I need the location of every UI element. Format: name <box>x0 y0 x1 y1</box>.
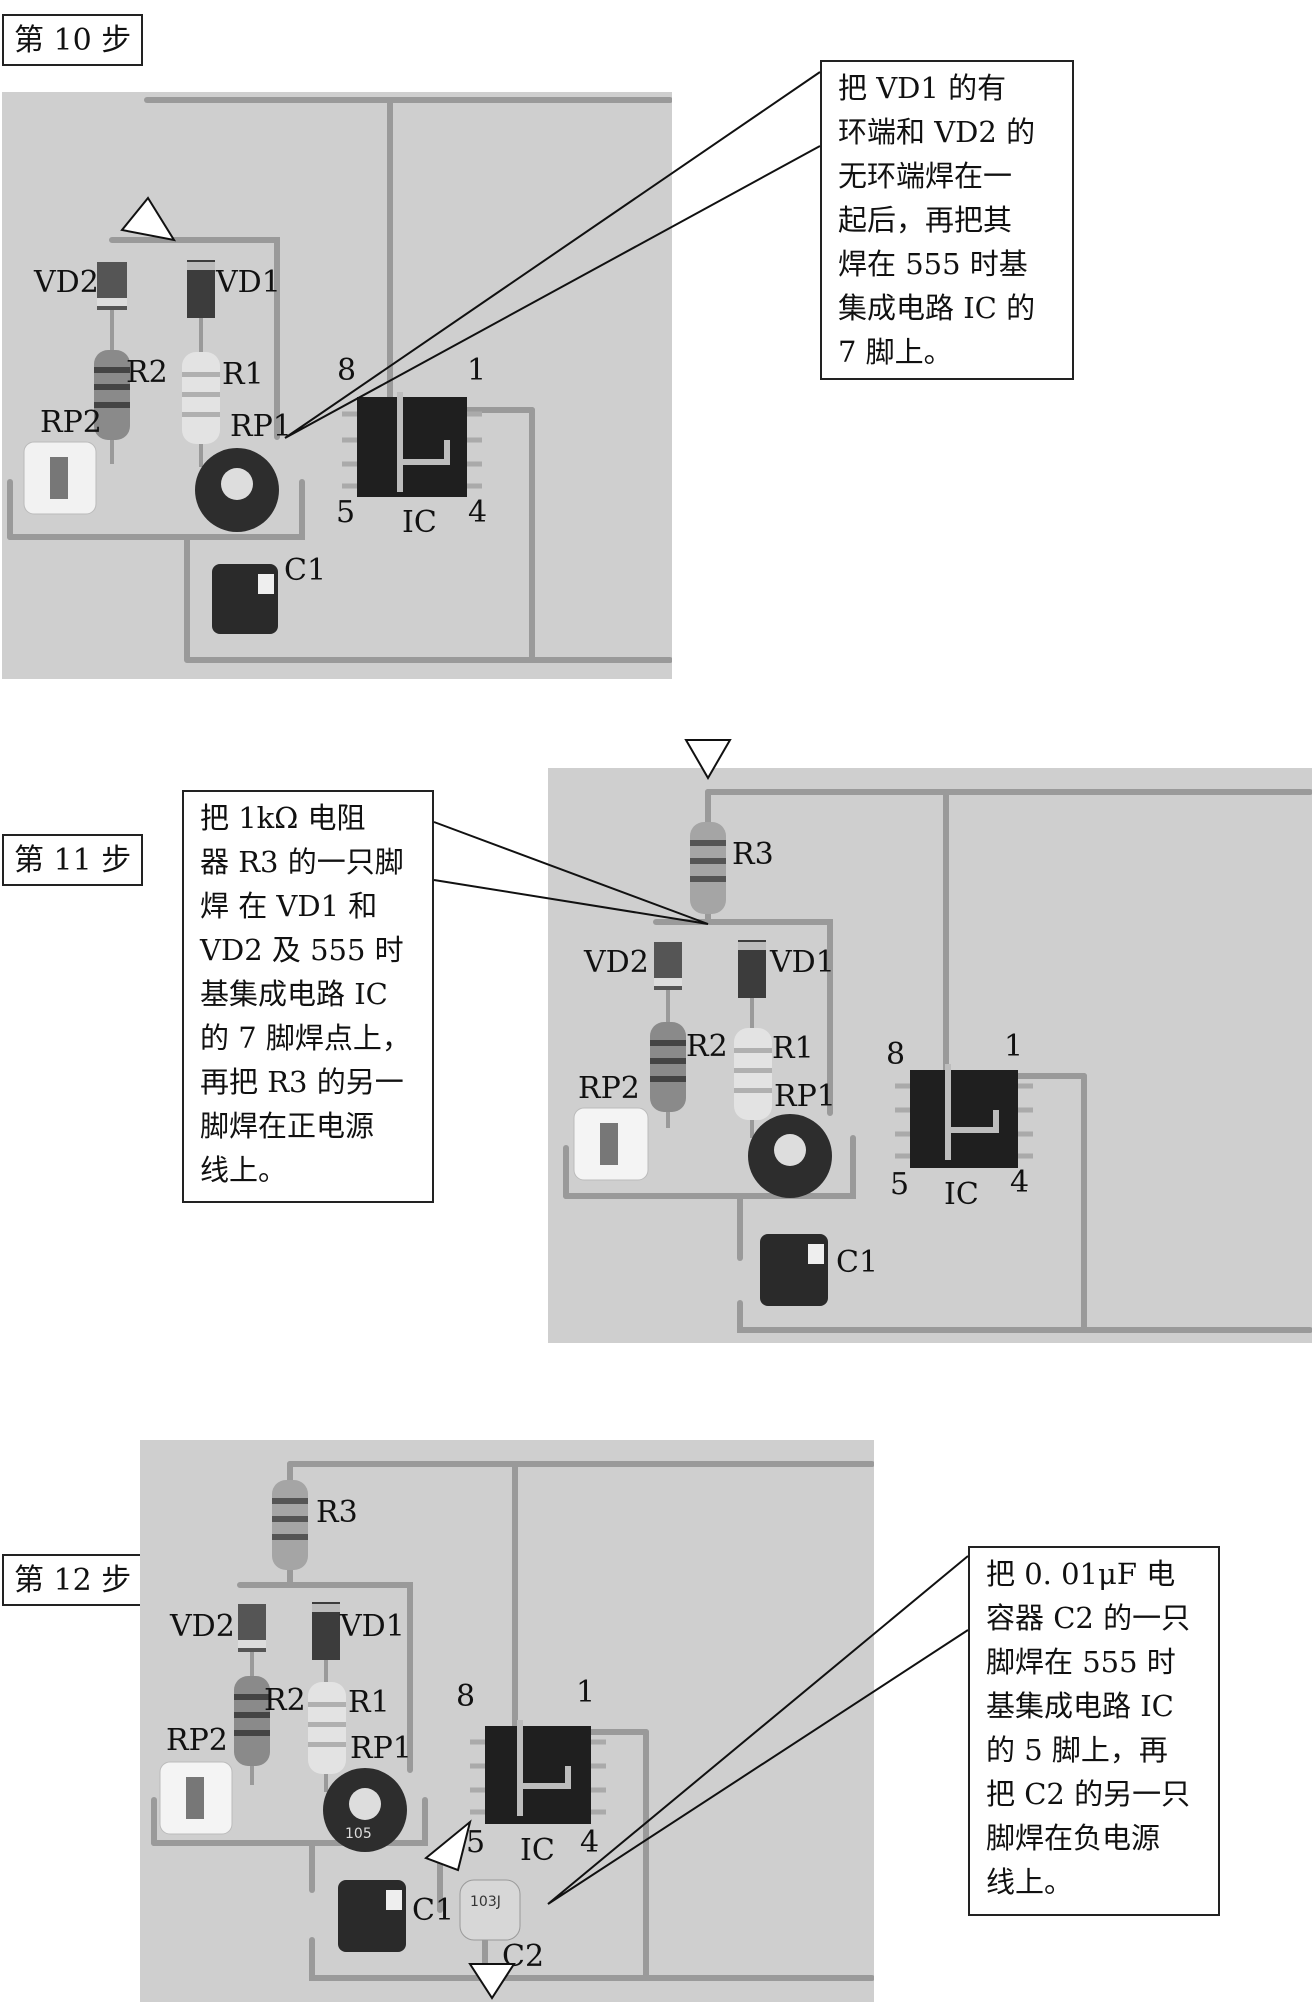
label-vd1: VD1 <box>339 1609 405 1644</box>
label-ic: IC <box>944 1177 979 1212</box>
label-pin8: 8 <box>886 1037 905 1072</box>
label-vd2: VD2 <box>33 265 99 300</box>
step-11-note: 把 1kΩ 电阻 器 R3 的一只脚 焊 在 VD1 和 VD2 及 555 时… <box>182 790 434 1203</box>
note-line: 把 C2 的另一只 <box>986 1777 1191 1811</box>
label-pin1: 1 <box>467 353 486 388</box>
note-line: 7 脚上。 <box>838 335 953 369</box>
note-line: 的 5 脚上，再 <box>986 1733 1168 1767</box>
r3-resistor <box>690 822 726 914</box>
label-rp1: RP1 <box>774 1079 836 1114</box>
note-line: 线上。 <box>200 1153 288 1187</box>
label-r2: R2 <box>264 1683 306 1718</box>
label-pin4: 4 <box>468 495 487 530</box>
label-rp1: RP1 <box>230 409 292 444</box>
label-pin4: 4 <box>580 1825 599 1860</box>
note-line: 焊在 555 时基 <box>838 247 1028 281</box>
label-r1: R1 <box>222 357 264 392</box>
note-line: 器 R3 的一只脚 <box>200 845 404 879</box>
note-line: 环端和 VD2 的 <box>838 115 1036 149</box>
label-pin5: 5 <box>466 1825 485 1860</box>
label-pin4: 4 <box>1010 1165 1029 1200</box>
label-r1: R1 <box>772 1031 814 1066</box>
step-10-note: 把 VD1 的有 环端和 VD2 的 无环端焊在一 起后，再把其 焊在 555 … <box>820 60 1074 380</box>
rp1-marking: 105 <box>345 1826 372 1842</box>
step-11-label: 第 11 步 <box>2 834 144 886</box>
label-c1: C1 <box>412 1893 454 1928</box>
step-11-photo: R3 VD2 VD1 R2 R1 RP2 RP1 C1 IC 8 1 5 4 <box>548 768 1312 1343</box>
label-rp2: RP2 <box>578 1071 640 1106</box>
label-r3: R3 <box>732 837 774 872</box>
note-line: 脚焊在负电源 <box>986 1821 1161 1855</box>
r3-resistor <box>272 1480 308 1570</box>
label-r1: R1 <box>348 1685 390 1720</box>
ic-555 <box>910 1070 1018 1168</box>
label-rp2: RP2 <box>40 405 102 440</box>
c2-marking: 103J <box>470 1894 501 1910</box>
step-10-photo: VD2 VD1 R2 R1 RP2 RP1 C1 IC 8 1 5 4 <box>2 92 672 679</box>
label-ic: IC <box>520 1833 555 1868</box>
label-vd1: VD1 <box>769 945 835 980</box>
label-pin8: 8 <box>337 353 356 388</box>
note-line: 基集成电路 IC <box>986 1689 1174 1723</box>
note-line: 把 1kΩ 电阻 <box>200 801 366 835</box>
label-rp2: RP2 <box>166 1723 228 1758</box>
c2-capacitor <box>459 1879 521 1941</box>
note-line: 把 VD1 的有 <box>838 71 1007 105</box>
note-line: 脚焊在 555 时 <box>986 1645 1176 1679</box>
r1-resistor <box>308 1682 346 1774</box>
step-10-label: 第 10 步 <box>2 14 144 66</box>
note-line: 把 0. 01μF 电 <box>986 1557 1176 1591</box>
r2-resistor <box>650 1022 686 1112</box>
label-pin1: 1 <box>576 1675 595 1710</box>
label-vd2: VD2 <box>169 1609 235 1644</box>
note-line: 集成电路 IC 的 <box>838 291 1036 325</box>
label-r3: R3 <box>316 1495 358 1530</box>
label-c2: C2 <box>502 1939 544 1974</box>
ic-555 <box>485 1726 591 1824</box>
note-line: 起后，再把其 <box>838 203 1013 237</box>
r1-resistor <box>182 352 220 444</box>
note-line: VD2 及 555 时 <box>200 933 404 967</box>
label-c1: C1 <box>836 1245 878 1280</box>
step-12-label: 第 12 步 <box>2 1554 144 1606</box>
note-line: 焊 在 VD1 和 <box>200 889 378 923</box>
label-vd2: VD2 <box>583 945 649 980</box>
ic-555 <box>357 397 467 497</box>
note-line: 的 7 脚焊点上， <box>200 1021 411 1055</box>
label-pin5: 5 <box>336 495 355 530</box>
note-line: 脚焊在正电源 <box>200 1109 375 1143</box>
note-line: 无环端焊在一 <box>838 159 1013 193</box>
note-line: 再把 R3 的另一 <box>200 1065 404 1099</box>
label-rp1: RP1 <box>350 1731 412 1766</box>
step-12-photo: 105 103J R3 VD2 VD1 R2 R1 RP2 RP1 C1 C2 … <box>140 1440 874 2002</box>
label-ic: IC <box>402 505 437 540</box>
label-pin1: 1 <box>1004 1029 1023 1064</box>
label-pin5: 5 <box>890 1167 909 1202</box>
label-vd1: VD1 <box>215 265 281 300</box>
label-pin8: 8 <box>456 1679 475 1714</box>
label-r2: R2 <box>686 1029 728 1064</box>
note-line: 容器 C2 的一只 <box>986 1601 1191 1635</box>
r1-resistor <box>734 1028 772 1120</box>
note-line: 基集成电路 IC <box>200 977 388 1011</box>
step-12-note: 把 0. 01μF 电 容器 C2 的一只 脚焊在 555 时 基集成电路 IC… <box>968 1546 1220 1916</box>
label-r2: R2 <box>126 355 168 390</box>
label-c1: C1 <box>284 553 326 588</box>
note-line: 线上。 <box>986 1865 1074 1899</box>
